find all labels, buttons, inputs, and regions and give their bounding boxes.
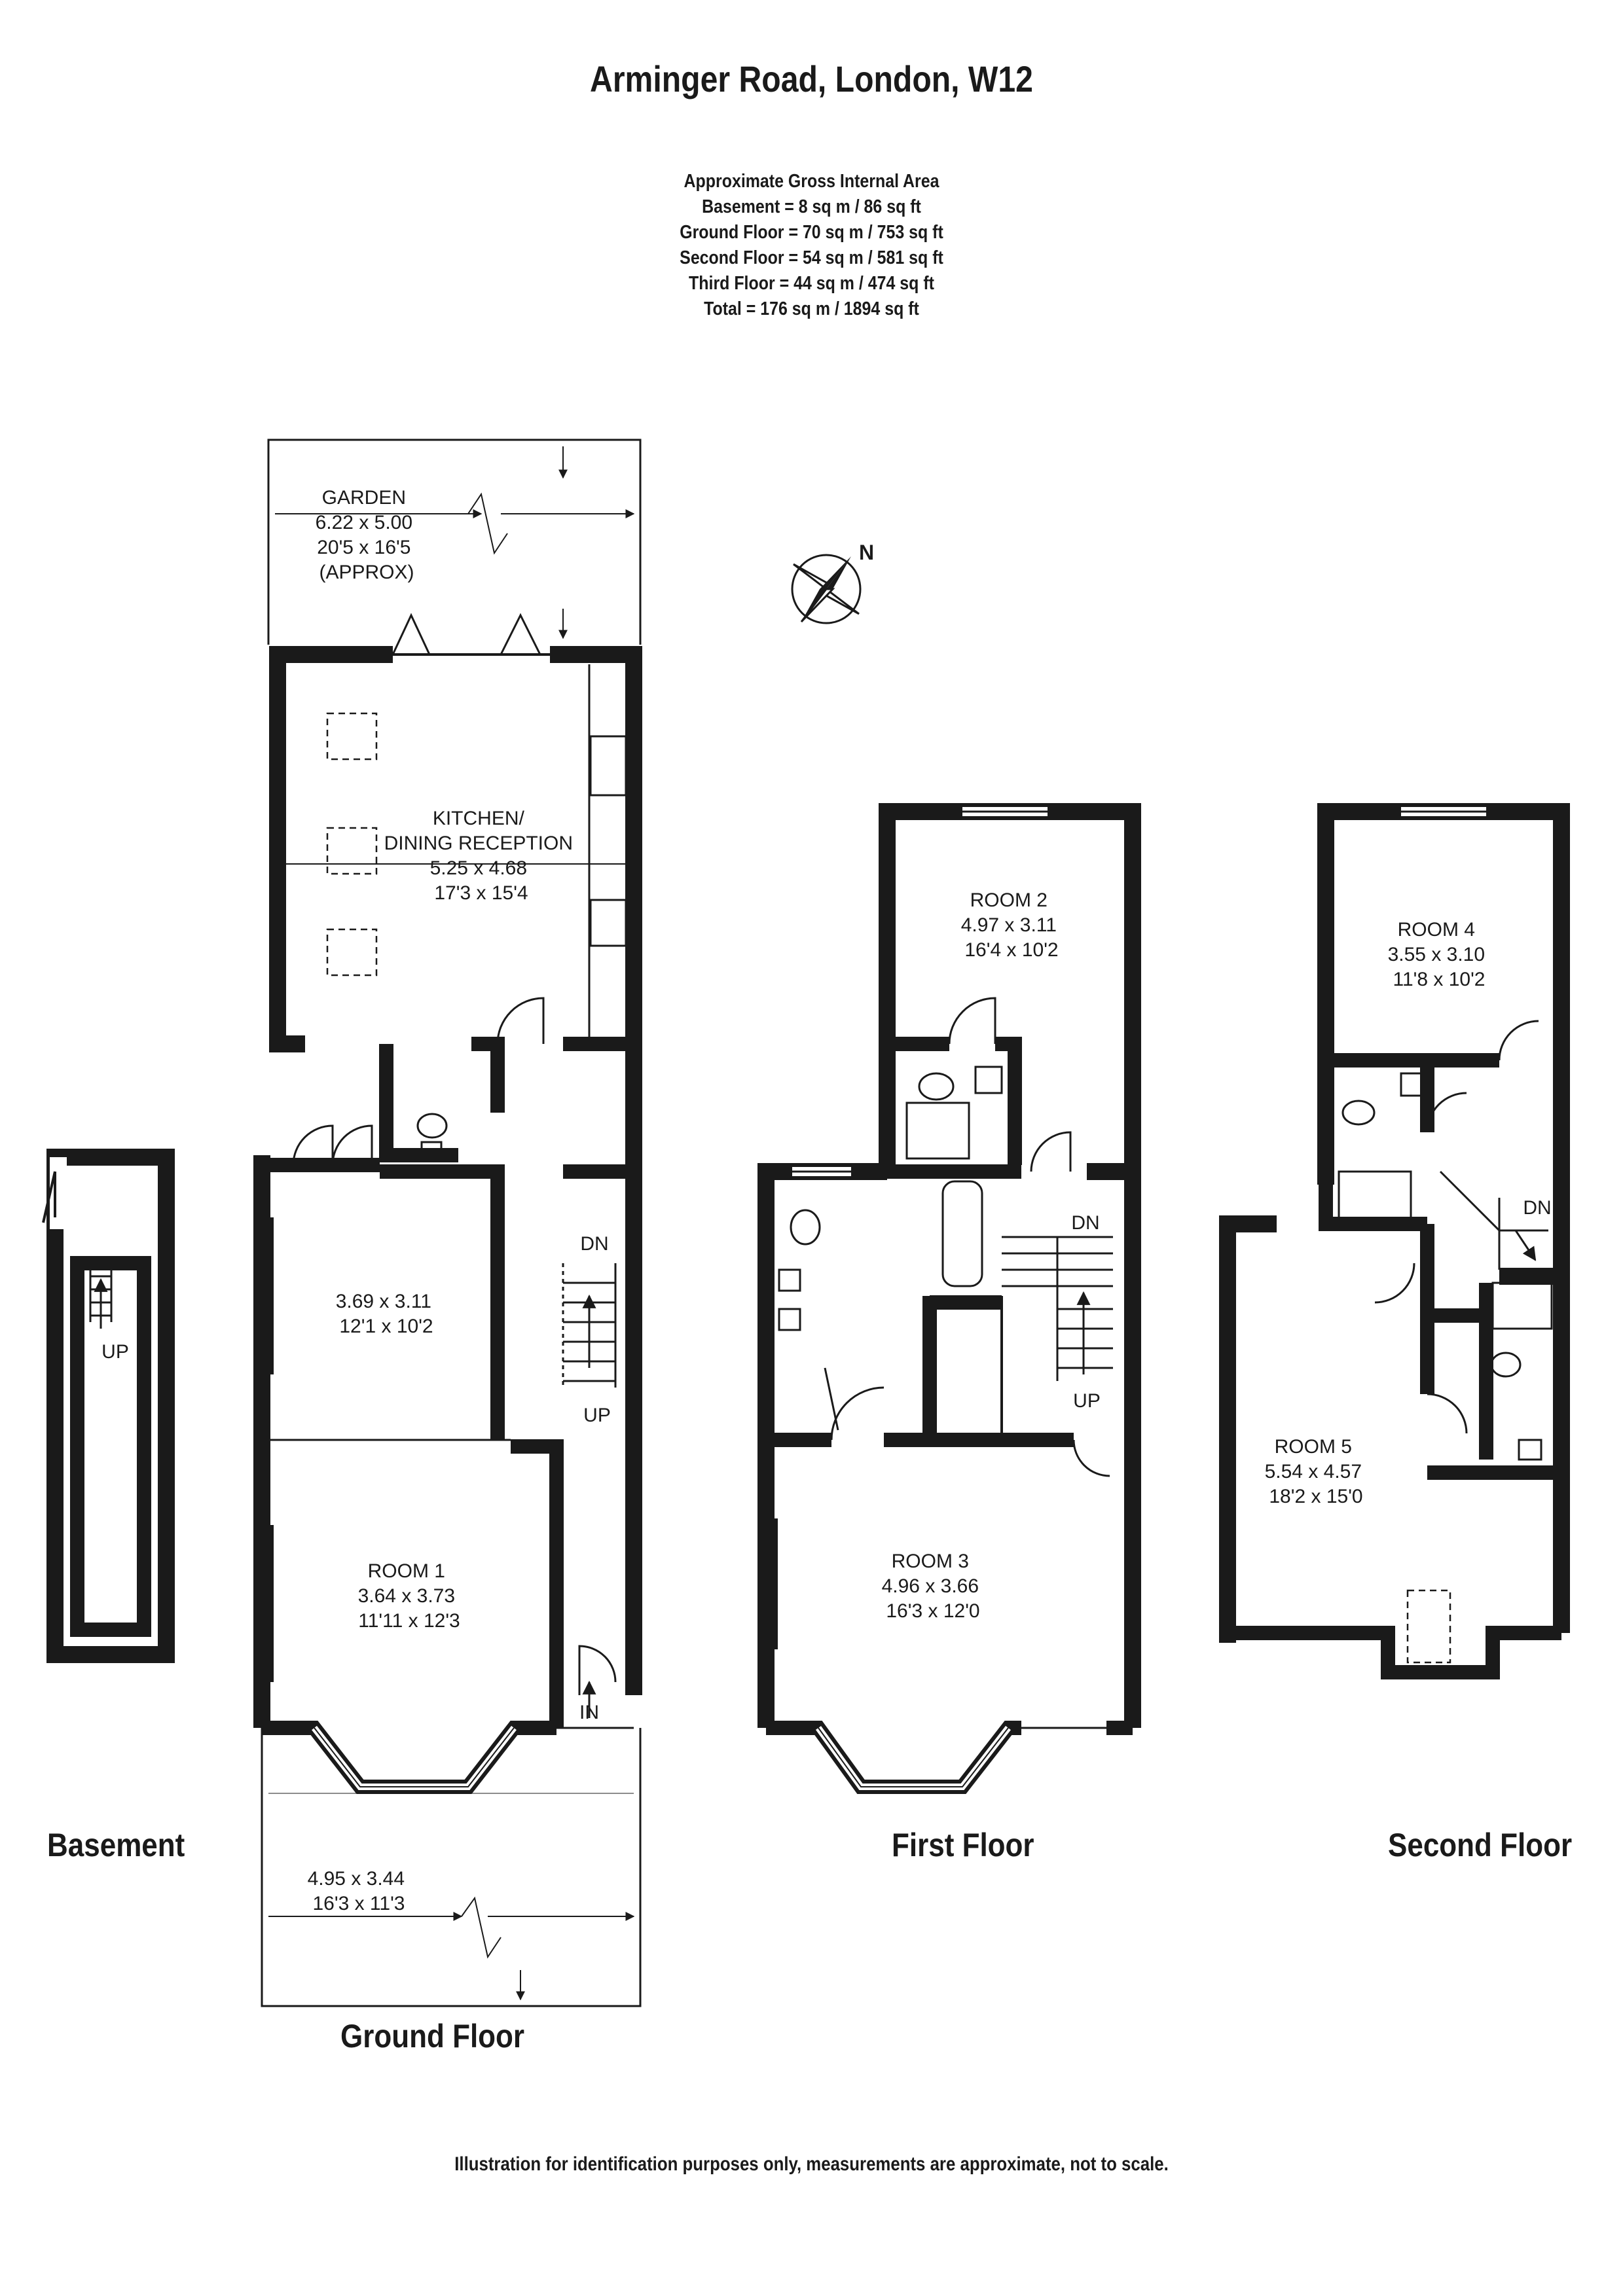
room5-label: ROOM 5 5.54 x 4.57 18'2 x 15'0 <box>1265 1436 1368 1507</box>
room1-label: ROOM 1 3.64 x 3.73 11'11 x 12'3 <box>358 1560 461 1632</box>
ground-floor-plan <box>253 439 642 2007</box>
area-line-second: Second Floor = 54 sq m / 581 sq ft <box>680 247 943 268</box>
disclaimer: Illustration for identification purposes… <box>454 2153 1169 2175</box>
area-summary: Approximate Gross Internal Area Basement… <box>114 169 1510 322</box>
area-line-third: Third Floor = 44 sq m / 474 sq ft <box>689 273 934 294</box>
room2-label: ROOM 2 4.97 x 3.11 16'4 x 10'2 <box>961 889 1063 961</box>
page-title: Arminger Road, London, W12 <box>590 58 1033 99</box>
kitchen-label: KITCHEN/ DINING RECEPTION 5.25 x 4.68 17… <box>384 808 579 904</box>
basement-plan: UP <box>42 1149 175 1663</box>
second-stair-dn-label: DN <box>1523 1197 1551 1219</box>
reception-label: 3.69 x 3.11 12'1 x 10'2 <box>336 1291 437 1337</box>
ground-stair-up-label: UP <box>583 1405 611 1426</box>
ground-stair-dn-label: DN <box>580 1233 608 1255</box>
ground-floor-label: Ground Floor <box>340 2018 525 2054</box>
basement-label: Basement <box>47 1827 185 1863</box>
room3-label: ROOM 3 4.96 x 3.66 16'3 x 12'0 <box>882 1551 985 1622</box>
area-line-ground: Ground Floor = 70 sq m / 753 sq ft <box>680 222 943 243</box>
area-heading: Approximate Gross Internal Area <box>684 171 939 192</box>
area-line-total: Total = 176 sq m / 1894 sq ft <box>704 298 919 319</box>
compass-rose-icon <box>791 554 862 624</box>
entrance-label: IN <box>579 1702 599 1723</box>
room4-label: ROOM 4 3.55 x 3.10 11'8 x 10'2 <box>1388 919 1491 990</box>
garden-label: GARDEN 6.22 x 5.00 20'5 x 16'5 (APPROX) <box>316 487 418 583</box>
second-floor-plan <box>1219 803 1570 1679</box>
first-stair-up-label: UP <box>1073 1390 1101 1412</box>
second-floor-label: Second Floor <box>1388 1827 1573 1863</box>
compass-north-label: N <box>859 541 874 564</box>
front-garden-label: 4.95 x 3.44 16'3 x 11'3 <box>308 1868 410 1914</box>
basement-stair-label: UP <box>101 1341 129 1363</box>
area-line-basement: Basement = 8 sq m / 86 sq ft <box>702 196 921 217</box>
first-stair-dn-label: DN <box>1071 1212 1099 1234</box>
first-floor-label: First Floor <box>892 1827 1034 1863</box>
first-floor-plan <box>757 803 1141 1794</box>
